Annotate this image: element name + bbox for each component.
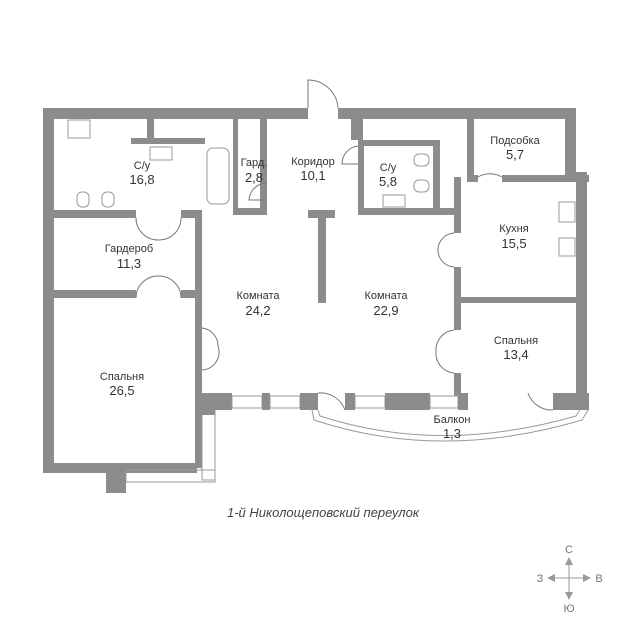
room-name: Кухня [499, 223, 528, 235]
compass-icon: С Ю З В [537, 544, 603, 615]
room-name: С/у [134, 160, 151, 172]
room-name: Коридор [291, 156, 334, 168]
toilet-icon [413, 153, 430, 167]
room-area: 13,4 [503, 347, 528, 362]
room-area: 26,5 [109, 383, 134, 398]
bidet-icon [101, 191, 115, 208]
sink-icon [149, 146, 173, 161]
street-name: 1-й Николощеповский переулок [227, 505, 420, 520]
bathtub-icon [206, 147, 230, 205]
room-area: 15,5 [501, 236, 526, 251]
room-area: 2,8 [245, 170, 263, 185]
room-area: 24,2 [245, 303, 270, 318]
room-name: Балкон [434, 414, 471, 426]
room-labels: С/у 16,8 Гард. 2,8 Коридор 10,1 С/у 5,8 … [100, 135, 541, 441]
room-name: С/у [380, 162, 397, 174]
fixtures [67, 119, 576, 257]
toilet-icon [76, 191, 90, 208]
room-area: 22,9 [373, 303, 398, 318]
compass-south: Ю [563, 603, 574, 615]
walls [43, 108, 589, 493]
doors [135, 79, 554, 411]
stove-icon [558, 237, 576, 257]
room-area: 11,3 [117, 256, 141, 271]
room-area: 5,8 [379, 174, 397, 189]
room-name: Спальня [494, 335, 538, 347]
compass-west: З [537, 573, 544, 585]
room-area: 16,8 [129, 172, 154, 187]
room-name: Подсобка [490, 135, 540, 147]
room-name: Спальня [100, 371, 144, 383]
kitchen-sink-icon [558, 201, 576, 223]
room-name: Комната [364, 290, 408, 302]
room-area: 1,3 [443, 426, 461, 441]
balcony-outline [311, 409, 589, 442]
compass-north: С [565, 544, 573, 556]
room-area: 10,1 [300, 168, 325, 183]
compass-east: В [595, 573, 602, 585]
room-name: Гард. [241, 157, 268, 169]
room-name: Гардероб [105, 243, 153, 255]
room-name: Комната [236, 290, 280, 302]
sink-icon [382, 194, 406, 208]
room-area: 5,7 [506, 147, 524, 162]
shower-icon [67, 119, 91, 139]
bidet-icon [413, 179, 430, 193]
